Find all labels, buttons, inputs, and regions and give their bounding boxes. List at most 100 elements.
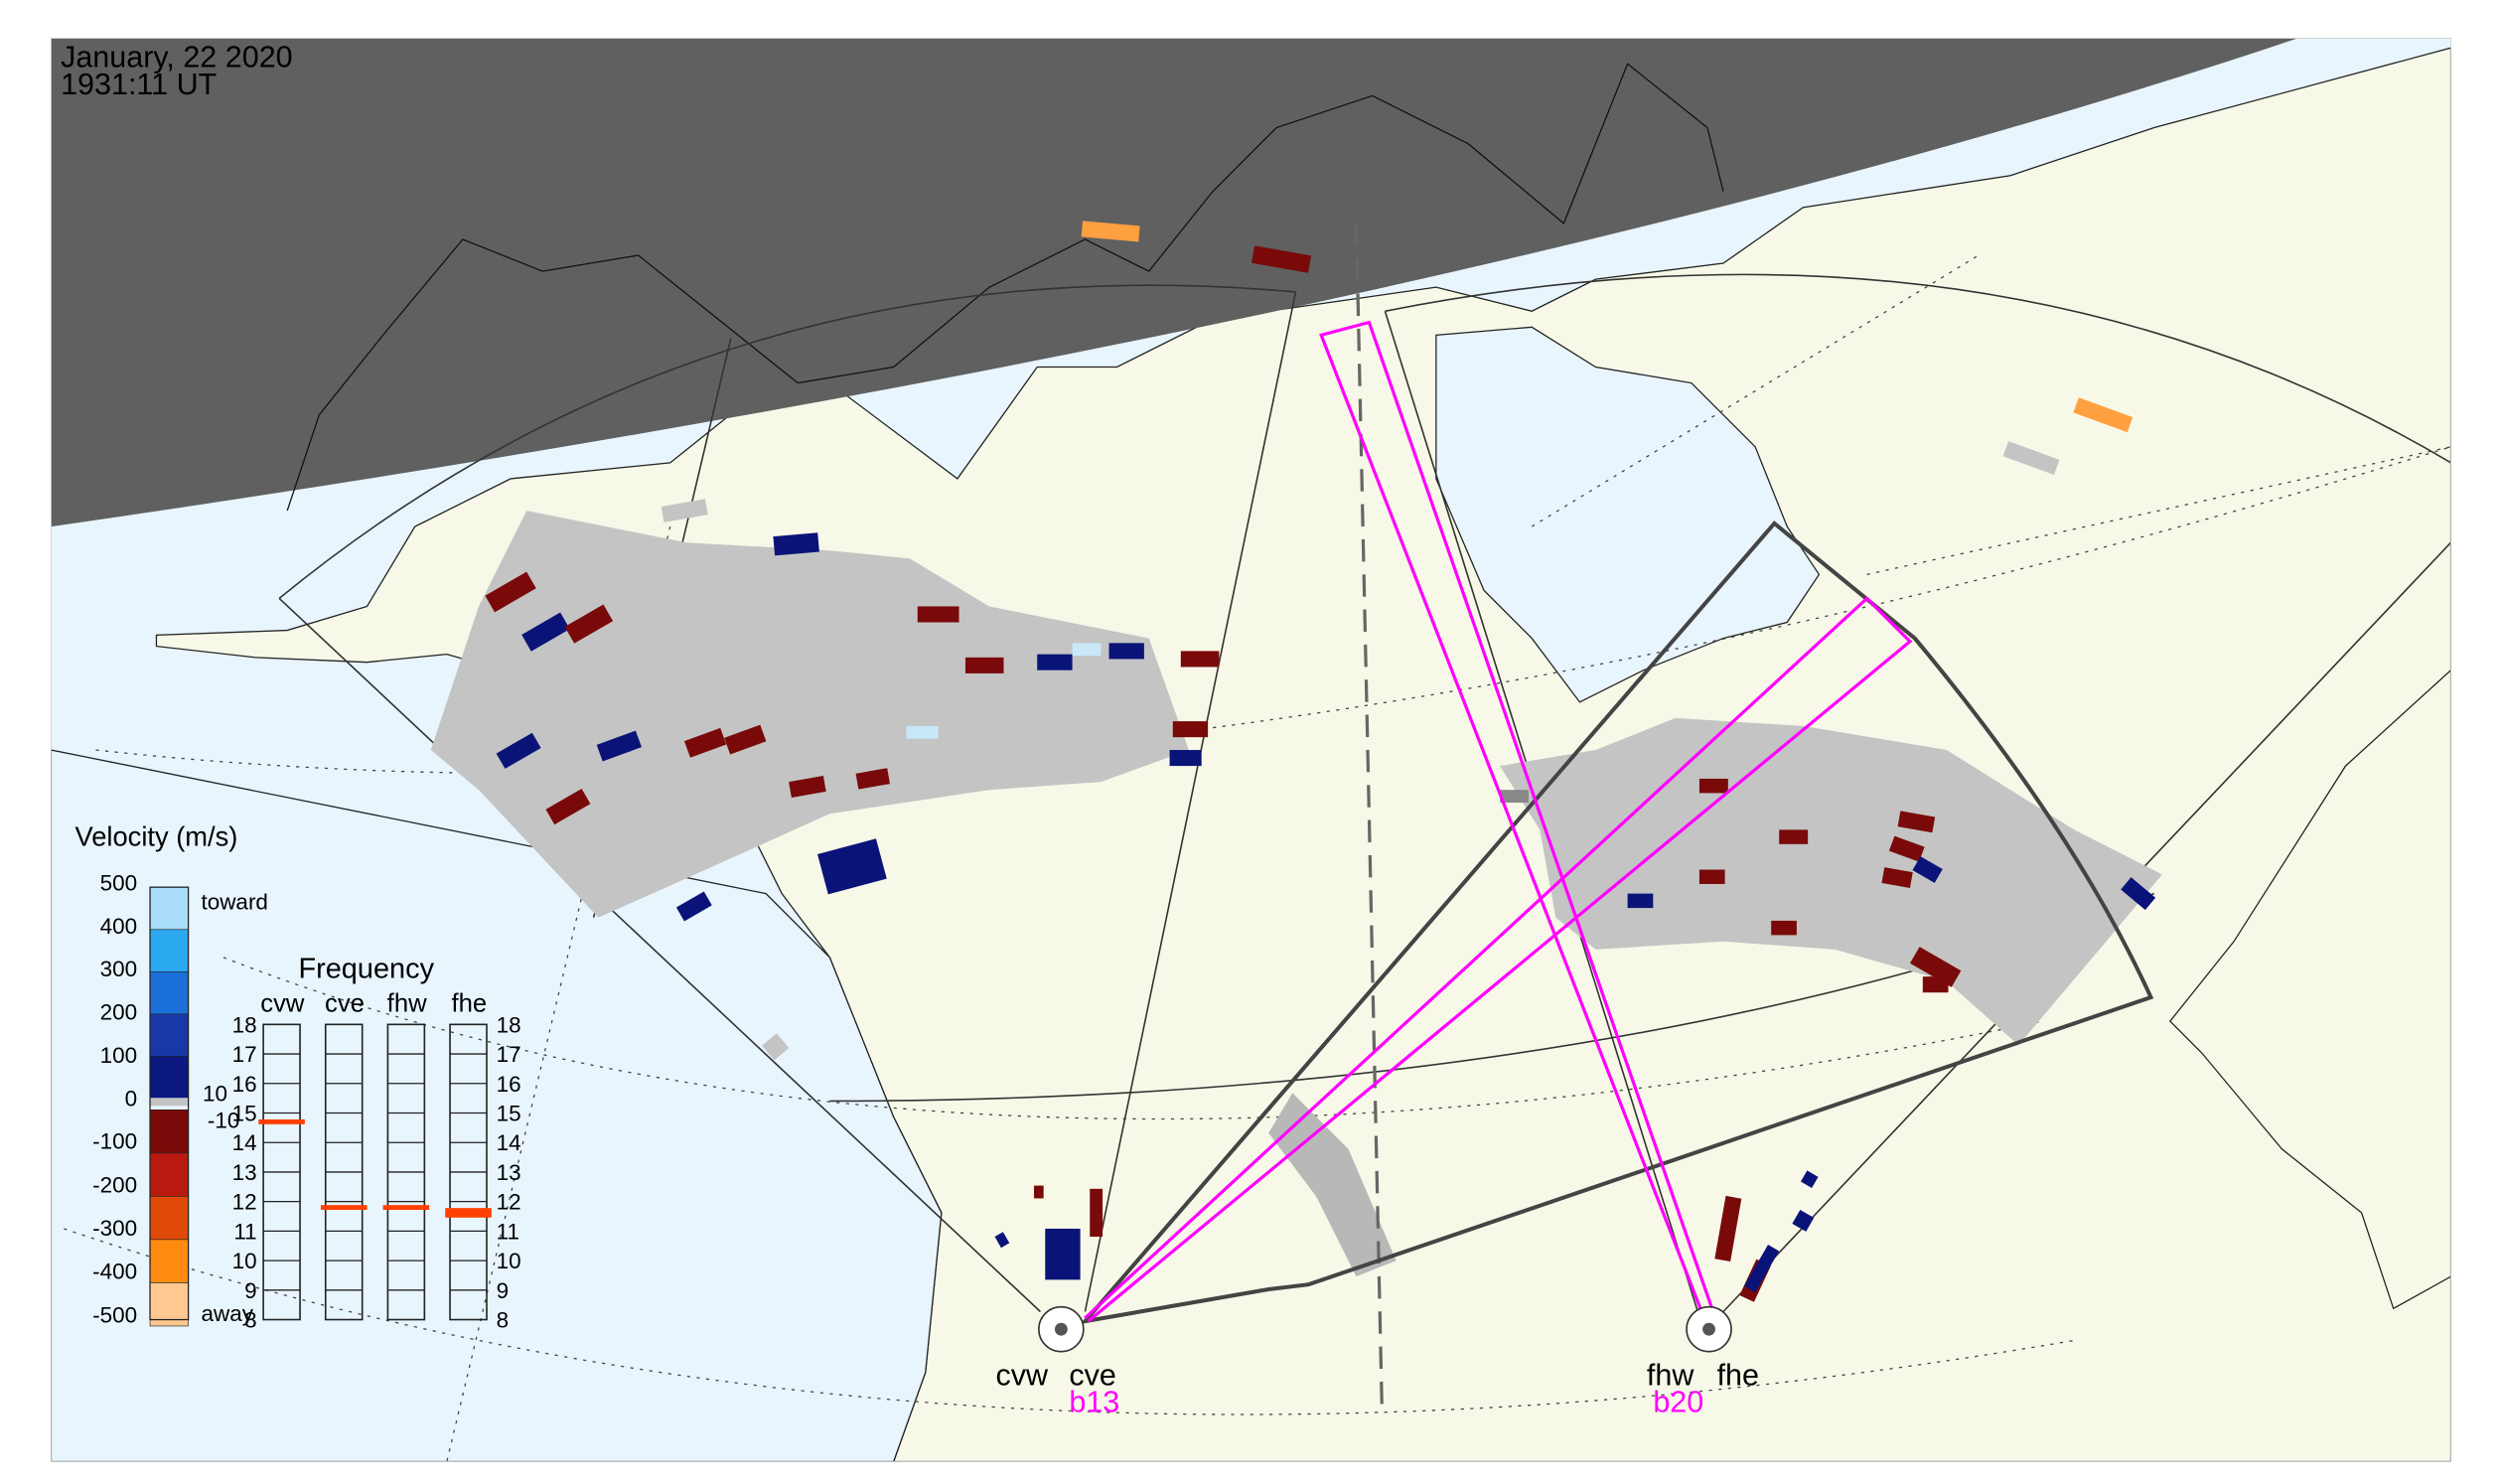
frequency-tick-right: 14 xyxy=(497,1130,521,1155)
velocity-tick: 400 xyxy=(100,914,138,939)
frequency-marker-fhw xyxy=(382,1205,430,1211)
hudson-bay xyxy=(1435,326,1821,703)
map-frame xyxy=(51,38,2451,1462)
echo-cell xyxy=(521,612,570,652)
echo-cell xyxy=(485,571,536,613)
echo-cell xyxy=(773,532,819,556)
radar-site-fh-dot xyxy=(1702,1322,1715,1336)
echo-cell xyxy=(1771,920,1797,936)
echo-cell xyxy=(1090,1188,1104,1237)
frequency-tick-right: 9 xyxy=(497,1278,510,1303)
echo-cell xyxy=(994,1232,1010,1249)
gs-label-pos: 10 xyxy=(203,1081,227,1106)
echo-cell xyxy=(1714,1195,1742,1262)
beam-b20 xyxy=(1319,320,1717,1319)
frequency-tick-right: 13 xyxy=(497,1160,521,1185)
frequency-tick-left: 17 xyxy=(232,1042,257,1067)
frequency-tick-right: 12 xyxy=(497,1190,521,1215)
echo-cell xyxy=(1072,643,1102,657)
echo-cell xyxy=(1922,976,1949,993)
arctic-coastline xyxy=(286,63,1724,512)
echo-cell xyxy=(1912,856,1943,883)
frequency-tick-left: 8 xyxy=(244,1308,257,1333)
beam-b13 xyxy=(1084,596,1913,1323)
colorbar-segment xyxy=(149,1109,189,1154)
frequency-marker-cvw xyxy=(258,1119,305,1124)
radar-label-cve: cve xyxy=(1069,1358,1116,1392)
radar-site-cv-dot xyxy=(1054,1322,1068,1336)
echo-cell xyxy=(1169,750,1202,767)
echo-cell xyxy=(1897,811,1936,833)
echo-cell xyxy=(675,891,712,922)
colorbar-segment xyxy=(149,886,189,932)
frequency-tick-right: 16 xyxy=(497,1072,521,1097)
frequency-tick-right: 15 xyxy=(497,1102,521,1126)
frequency-tick-left: 14 xyxy=(232,1130,257,1155)
velocity-tick: -300 xyxy=(92,1216,137,1241)
echo-cell xyxy=(596,730,642,762)
frequency-tick-right: 11 xyxy=(497,1219,519,1244)
velocity-tick: 100 xyxy=(100,1043,138,1068)
colorbar-segment xyxy=(149,1282,189,1327)
beam-label-b13: b13 xyxy=(1069,1386,1119,1419)
echo-cell xyxy=(906,725,939,739)
frequency-column-fhe: fhe xyxy=(451,989,487,1017)
frequency-column-cve: cve xyxy=(325,989,365,1017)
frequency-tick-left: 9 xyxy=(244,1278,257,1303)
echo-cell xyxy=(661,499,708,522)
frequency-tick-left: 16 xyxy=(232,1072,257,1097)
echo-cell xyxy=(855,768,890,790)
echo-cell xyxy=(1698,869,1725,884)
echo-cell xyxy=(1251,245,1312,273)
echo-cell xyxy=(1698,778,1728,794)
velocity-tick: -400 xyxy=(92,1260,137,1284)
echo-cell xyxy=(1888,835,1925,862)
echo-cell xyxy=(1180,651,1220,668)
colorbar-segment xyxy=(149,1013,189,1058)
echo-cell xyxy=(816,838,887,895)
echo-cell xyxy=(964,657,1004,673)
frequency-marker-fhe xyxy=(445,1208,492,1218)
velocity-colorbar xyxy=(149,886,190,1327)
frequency-tick-right: 18 xyxy=(497,1012,521,1037)
frequency-marker-cve xyxy=(320,1205,368,1211)
echo-cell xyxy=(545,788,591,825)
radar-label-fhe: fhe xyxy=(1717,1358,1759,1392)
velocity-tick: 200 xyxy=(100,1000,138,1025)
frequency-tick-right: 10 xyxy=(497,1249,521,1273)
dashed-meridian xyxy=(1354,223,1384,1405)
echo-cell xyxy=(789,776,826,798)
echo-cell xyxy=(1172,721,1209,738)
beam-label-b20: b20 xyxy=(1653,1386,1703,1419)
echo-cell xyxy=(762,1033,790,1061)
echo-cell xyxy=(1037,654,1073,670)
frequency-tick-left: 15 xyxy=(232,1102,257,1126)
radar-label-cvw: cvw xyxy=(995,1358,1049,1392)
radar-label-fhw: fhw xyxy=(1647,1358,1694,1392)
coverage-outline xyxy=(1080,520,2154,1325)
velocity-echoes xyxy=(485,221,2156,1302)
colorbar-segment xyxy=(149,1196,189,1241)
gs-label-neg: -10 xyxy=(208,1109,240,1133)
velocity-legend-title: Velocity (m/s) xyxy=(75,820,238,851)
colorbar-ground-scatter xyxy=(150,1098,189,1107)
velocity-tick: 300 xyxy=(100,957,138,981)
echo-cell xyxy=(724,724,767,755)
frequency-tick-left: 12 xyxy=(232,1190,257,1215)
velocity-tick: 0 xyxy=(125,1086,138,1111)
echo-cell xyxy=(1500,790,1530,804)
echo-cell xyxy=(1034,1185,1044,1199)
cv-near-scatter xyxy=(1268,1093,1397,1277)
echo-cell xyxy=(1045,1228,1081,1280)
echo-cell xyxy=(2121,877,2156,911)
echo-cell xyxy=(1108,643,1144,660)
frequency-column-fhw: fhw xyxy=(387,989,427,1017)
frequency-column-cvw: cvw xyxy=(260,989,305,1017)
time-label: 1931:11 UT xyxy=(61,68,217,101)
echo-cell xyxy=(683,727,727,758)
colorbar-segment xyxy=(149,1056,189,1101)
frequency-tick-left: 13 xyxy=(232,1160,257,1185)
colorbar-frame xyxy=(149,886,190,1321)
echo-cell xyxy=(496,732,541,769)
